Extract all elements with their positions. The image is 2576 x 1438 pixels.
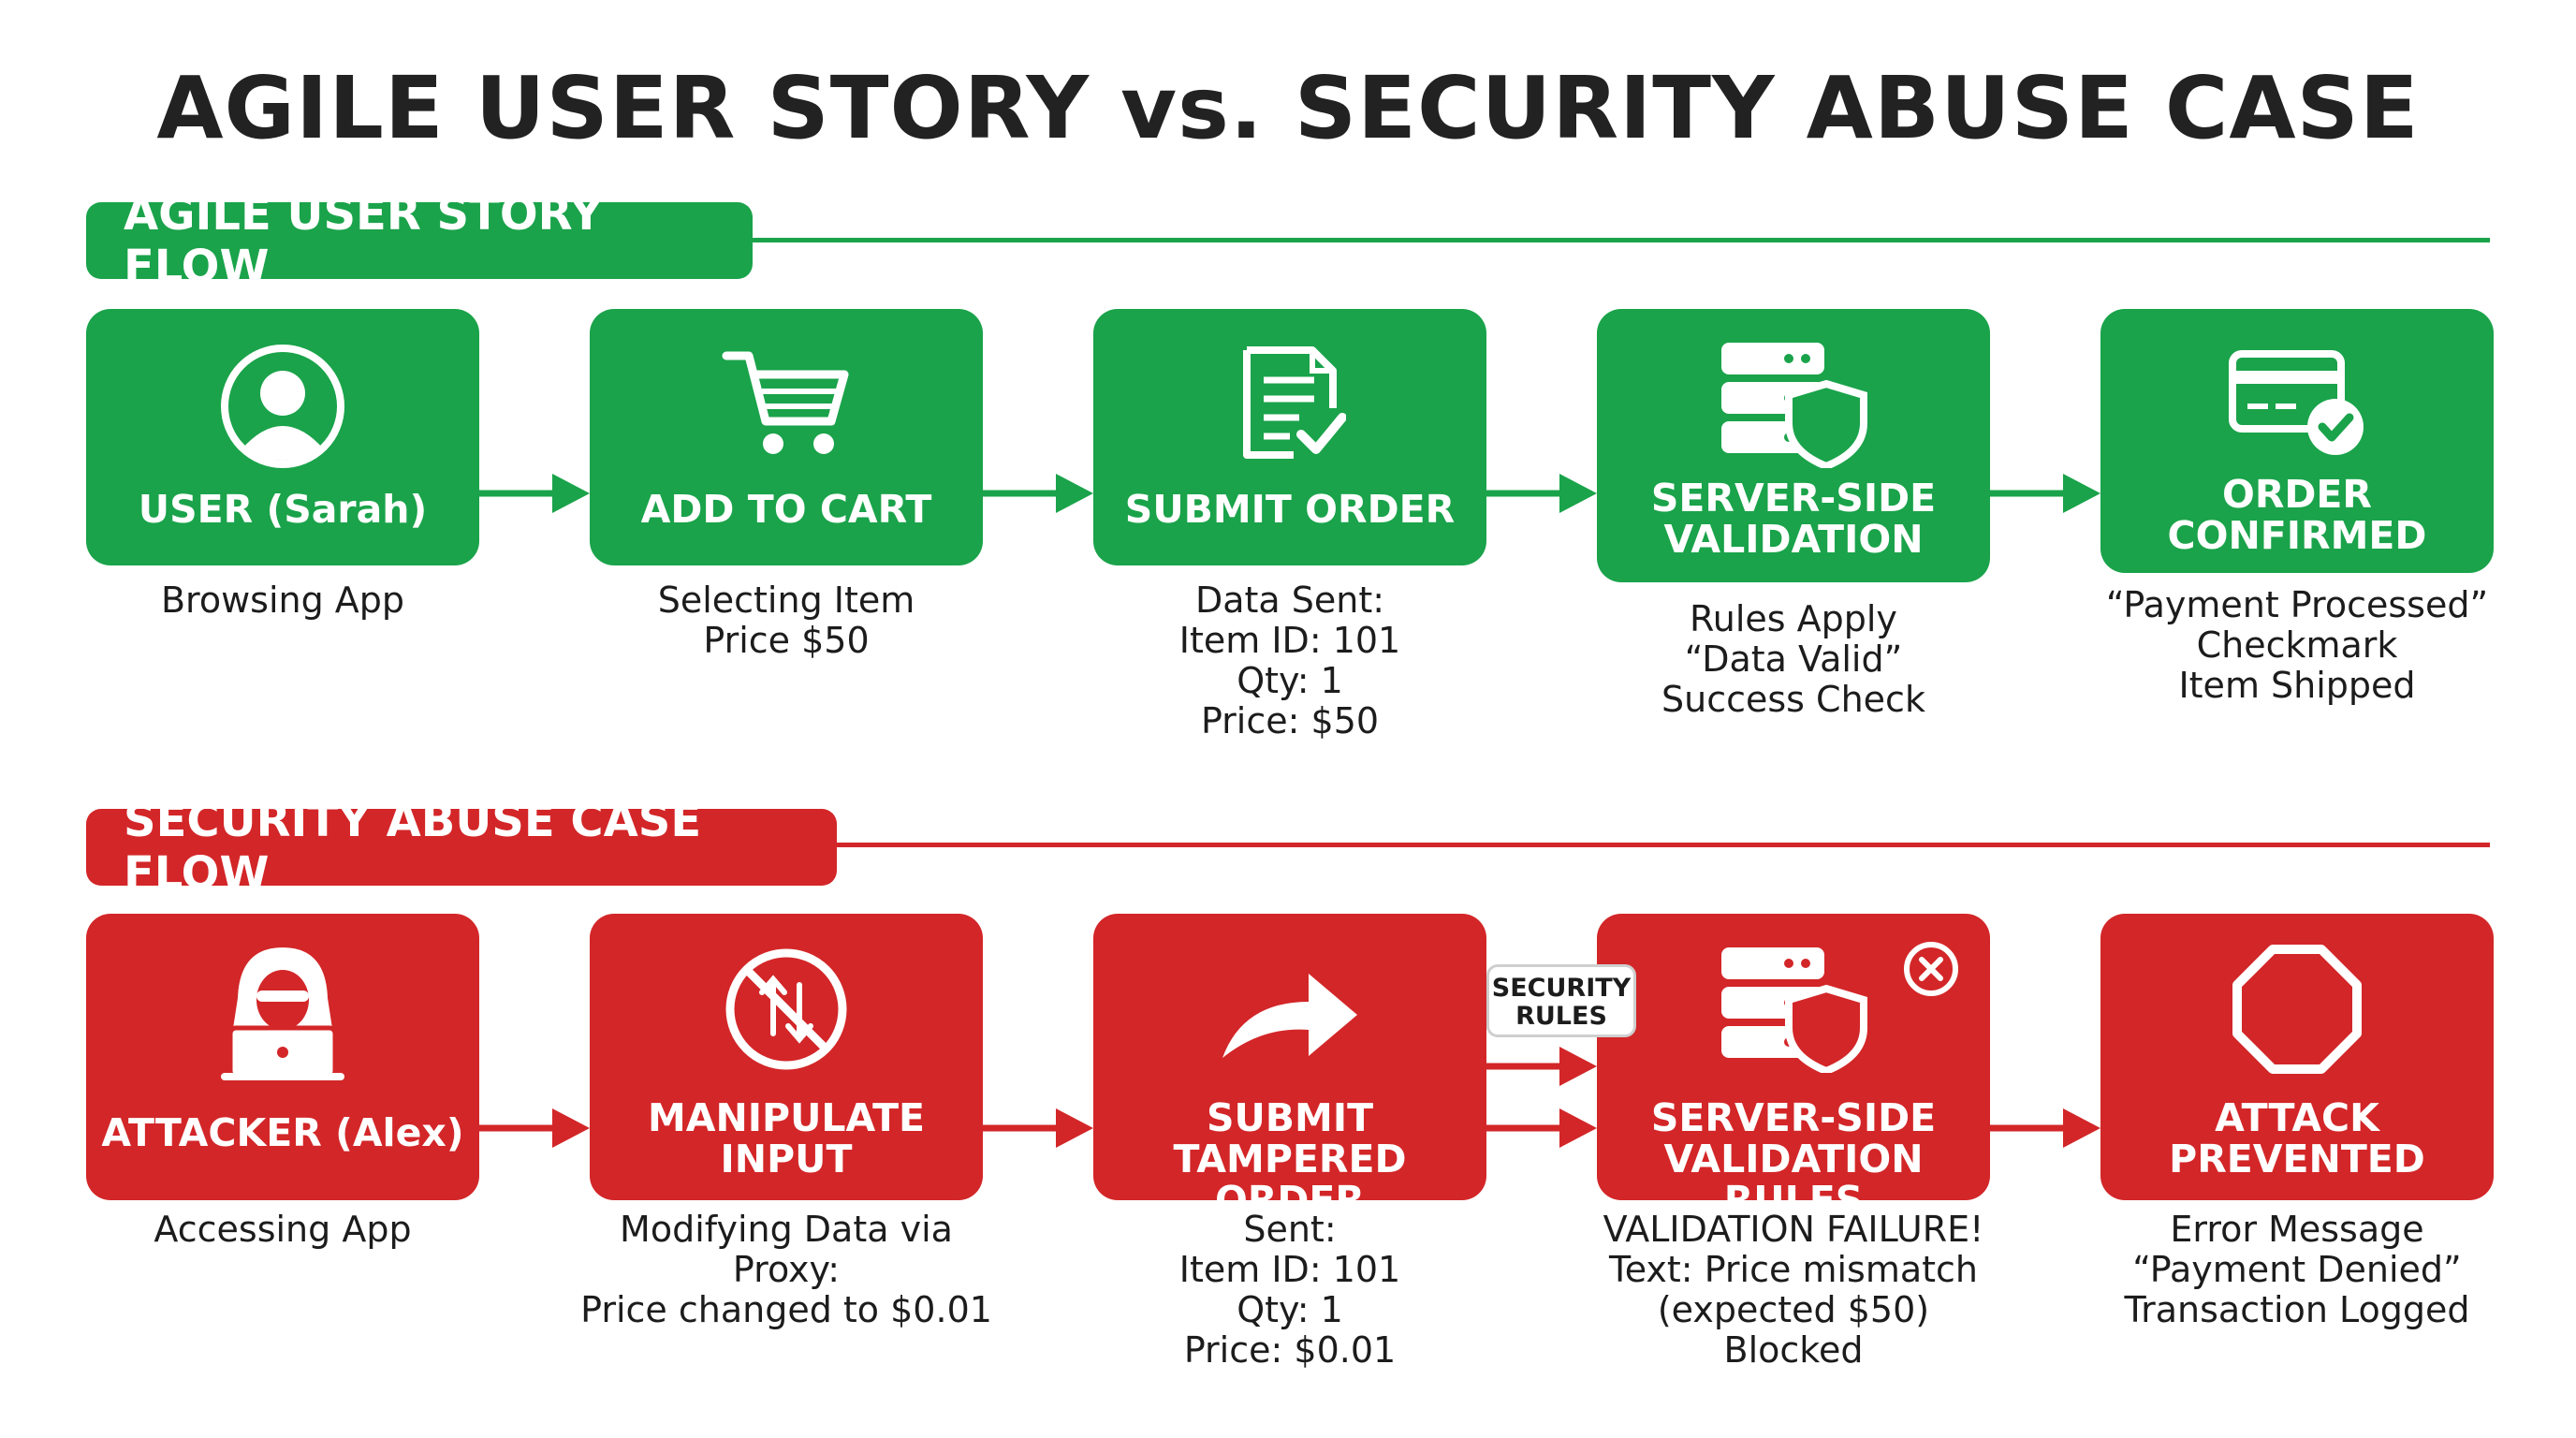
flow-arrow — [1990, 474, 2100, 513]
step-caption: Modifying Data via Proxy: Price changed … — [580, 1209, 992, 1330]
flow-arrow — [479, 474, 590, 513]
step-attacker-alex: ATTACKER (Alex) — [86, 914, 479, 1200]
step-caption: Rules Apply “Data Valid” Success Check — [1661, 598, 1925, 720]
step-caption: “Payment Processed” Checkmark Item Shipp… — [2105, 584, 2489, 706]
flow-arrow — [983, 1108, 1093, 1148]
stop-octagon-icon — [2100, 944, 2494, 1075]
security-rules-tag: SECURITY RULES — [1486, 964, 1636, 1037]
step-label: SERVER-SIDE VALIDATION RULES — [1650, 1095, 1937, 1223]
server-shield-icon — [1597, 942, 1990, 1073]
abuse-case-divider — [833, 843, 2490, 847]
step-submit-tampered-order: SUBMIT TAMPERED ORDER — [1093, 914, 1486, 1221]
step-label: MANIPULATE INPUT — [647, 1095, 926, 1181]
step-caption: Sent: Item ID: 101 Qty: 1 Price: $0.01 — [1178, 1209, 1401, 1371]
step-order-confirmed: ORDER CONFIRMED — [2100, 309, 2494, 573]
user-avatar-icon — [86, 341, 479, 472]
step-server-side-validation: SERVER-SIDE VALIDATION — [1597, 309, 1990, 582]
step-label: SERVER-SIDE VALIDATION — [1650, 476, 1937, 562]
step-caption: Selecting Item Price $50 — [657, 580, 915, 661]
step-label: ATTACK PREVENTED — [2169, 1095, 2425, 1181]
server-shield-icon — [1597, 337, 1990, 468]
step-label: SUBMIT TAMPERED ORDER — [1173, 1095, 1407, 1223]
step-label: SUBMIT ORDER — [1124, 487, 1456, 532]
user-story-section-label: AGILE USER STORY FLOW — [86, 188, 753, 293]
step-caption: Browsing App — [160, 580, 405, 621]
flow-arrow — [1486, 474, 1597, 513]
flow-arrow — [479, 1108, 590, 1148]
step-caption: VALIDATION FAILURE! Text: Price mismatch… — [1603, 1209, 1984, 1371]
shopping-cart-icon — [590, 343, 983, 464]
error-x-icon — [1902, 940, 1960, 1002]
no-data-transfer-icon — [590, 944, 983, 1075]
flow-arrow — [983, 474, 1093, 513]
user-story-divider — [749, 238, 2490, 242]
forward-arrow-icon — [1093, 964, 1486, 1067]
step-caption: Accessing App — [154, 1209, 412, 1250]
abuse-case-section-label: SECURITY ABUSE CASE FLOW — [86, 795, 837, 900]
step-server-side-validation-rules: SERVER-SIDE VALIDATION RULES — [1597, 914, 1990, 1221]
page-title: AGILE USER STORY vs. SECURITY ABUSE CASE — [156, 58, 2420, 158]
hooded-hacker-icon — [86, 942, 479, 1082]
step-label: ADD TO CART — [640, 487, 932, 532]
step-caption: Data Sent: Item ID: 101 Qty: 1 Price: $5… — [1178, 580, 1401, 741]
credit-card-check-icon — [2100, 346, 2494, 459]
step-attack-prevented: ATTACK PREVENTED — [2100, 914, 2494, 1200]
step-caption: Error Message “Payment Denied” Transacti… — [2124, 1209, 2470, 1330]
security-rules-arrow — [1486, 1047, 1597, 1086]
step-add-to-cart: ADD TO CART — [590, 309, 983, 565]
step-submit-order: SUBMIT ORDER — [1093, 309, 1486, 565]
flow-arrow — [1990, 1108, 2100, 1148]
step-label: ATTACKER (Alex) — [101, 1110, 464, 1155]
step-user-sarah: USER (Sarah) — [86, 309, 479, 565]
step-label: USER (Sarah) — [138, 487, 428, 532]
step-label: ORDER CONFIRMED — [2167, 472, 2427, 558]
flow-arrow — [1486, 1108, 1597, 1148]
document-check-icon — [1093, 343, 1486, 464]
step-manipulate-input: MANIPULATE INPUT — [590, 914, 983, 1200]
